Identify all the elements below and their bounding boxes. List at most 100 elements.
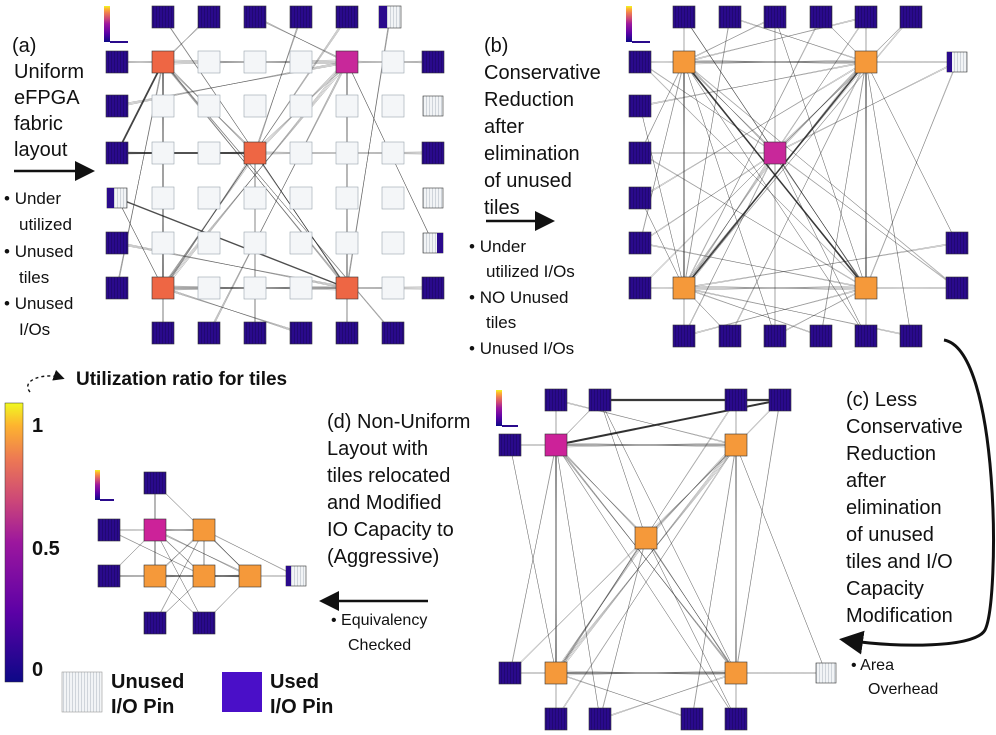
b-wire-bundle — [684, 242, 957, 289]
b-wire-bundle — [639, 61, 776, 154]
b-hub-link — [684, 152, 775, 289]
b-used-tile-4 — [854, 276, 878, 300]
panel-c-desc-8: Capacity — [846, 578, 924, 600]
d-wire-bundle — [154, 529, 205, 624]
b-wire-bundle — [683, 287, 822, 337]
panel-a-label: (a) — [12, 35, 37, 57]
c-wire-bundle — [555, 444, 601, 720]
b-wire-bundle — [774, 152, 867, 337]
b-io-right-1 — [945, 231, 969, 255]
a-unused-tile — [151, 231, 175, 255]
d-used-tile-4 — [238, 564, 262, 588]
b-hub-link — [684, 150, 775, 291]
a-unused-tile — [335, 94, 359, 118]
b-io-left-2 — [628, 141, 652, 165]
b-wire-bundle — [684, 16, 775, 63]
c-wire-bundle — [509, 445, 557, 673]
c-wire-bundle — [599, 673, 737, 719]
c-wire-bundle — [555, 399, 737, 446]
c-hub-link — [646, 442, 736, 541]
b-wire-bundle — [640, 153, 866, 288]
b-wire-bundle — [820, 61, 867, 337]
c-io-left-top — [498, 433, 522, 457]
b-wire-bundle — [683, 61, 958, 63]
a-wire-bundle — [116, 197, 164, 289]
b-wire-bundle — [639, 198, 685, 288]
panel-a-bullet-1b: utilized — [19, 215, 72, 234]
panel-c-bullet-1: • Area — [851, 657, 894, 674]
a-wire-bundle — [162, 286, 302, 335]
c-hub-link — [556, 535, 646, 676]
b-hub-link — [684, 59, 866, 65]
a-wire-bundle — [116, 196, 164, 290]
a-io-top-2 — [243, 5, 267, 29]
b-hub-link — [683, 61, 867, 63]
panel-b-bullet-2b: tiles — [486, 313, 517, 332]
a-unused-tile — [381, 276, 405, 300]
c-wire-bundle — [599, 399, 647, 539]
b-wire-bundle — [640, 61, 866, 199]
b-wire-bundle — [640, 62, 775, 153]
c-wire-bundle — [555, 444, 737, 720]
b-wire-bundle — [683, 61, 958, 289]
b-hub-link — [774, 62, 867, 153]
a-hub-link — [162, 61, 348, 289]
a-wire-bundle — [162, 60, 394, 335]
a-unused-tile — [289, 141, 313, 165]
d-io-top — [143, 471, 167, 495]
panel-b-desc-4: elimination — [484, 143, 580, 165]
b-wire-bundle — [639, 152, 776, 154]
panel-a-bullet-3b: I/Os — [19, 320, 51, 339]
panel-c-desc-4: after — [846, 470, 887, 492]
d-hub-link — [155, 530, 250, 576]
panel-a-desc-3: fabric — [14, 113, 63, 135]
b-wire-bundle — [683, 288, 867, 336]
a-hub-link — [163, 61, 347, 289]
a-hub-link — [163, 62, 347, 288]
b-used-tile-1 — [854, 50, 878, 74]
b-wire-bundle — [865, 61, 912, 337]
a-colorbar — [104, 6, 110, 42]
c-wire-bundle — [691, 445, 737, 719]
c-wire-bundle — [691, 444, 737, 720]
b-wire-bundle — [639, 105, 685, 289]
a-unused-tile — [197, 276, 221, 300]
d-hub-link — [154, 529, 251, 577]
b-wire-bundle — [683, 16, 731, 289]
b-wire-bundle — [683, 62, 867, 336]
b-wire-bundle — [639, 62, 867, 106]
b-wire-bundle — [865, 61, 958, 289]
c-io-top-0 — [544, 388, 568, 412]
panel-b-label: (b) — [484, 35, 509, 57]
c-hub-link — [645, 537, 737, 674]
d-io-left-1 — [97, 518, 121, 542]
b-wire-bundle — [683, 16, 822, 289]
b-wire-bundle — [729, 62, 867, 336]
a-io-bot-4 — [335, 321, 359, 345]
d-wire-bundle — [203, 529, 297, 577]
legend-unused-swatch — [61, 671, 103, 713]
a-wire-bundle — [254, 15, 348, 64]
a-wire-bundle — [162, 287, 302, 334]
b-hub-link — [684, 285, 866, 291]
a-wire-bundle — [254, 16, 302, 154]
b-io-right-partial — [947, 52, 952, 72]
panel-b-bullet-1b: utilized I/Os — [486, 262, 575, 281]
c-io-top-1 — [588, 388, 612, 412]
panel-b-bullet-2: • NO Unused — [469, 288, 569, 307]
a-io-right-5 — [421, 276, 445, 300]
c-used-tile-4 — [724, 661, 748, 685]
panel-b-desc-1: Conservative — [484, 62, 601, 84]
c-wire-bundle — [600, 672, 736, 720]
c-io-bot-1 — [588, 707, 612, 731]
b-wire-bundle — [639, 61, 685, 154]
c-wire-bundle — [555, 672, 827, 674]
a-strong-wire — [116, 197, 348, 289]
a-io-right-0 — [421, 50, 445, 74]
b-hub-link — [683, 287, 867, 289]
a-io-right-partial — [437, 233, 443, 253]
b-wire-bundle — [684, 287, 866, 337]
a-unused-tile — [197, 231, 221, 255]
a-io-bot-3 — [289, 321, 313, 345]
b-io-left-4 — [628, 231, 652, 255]
